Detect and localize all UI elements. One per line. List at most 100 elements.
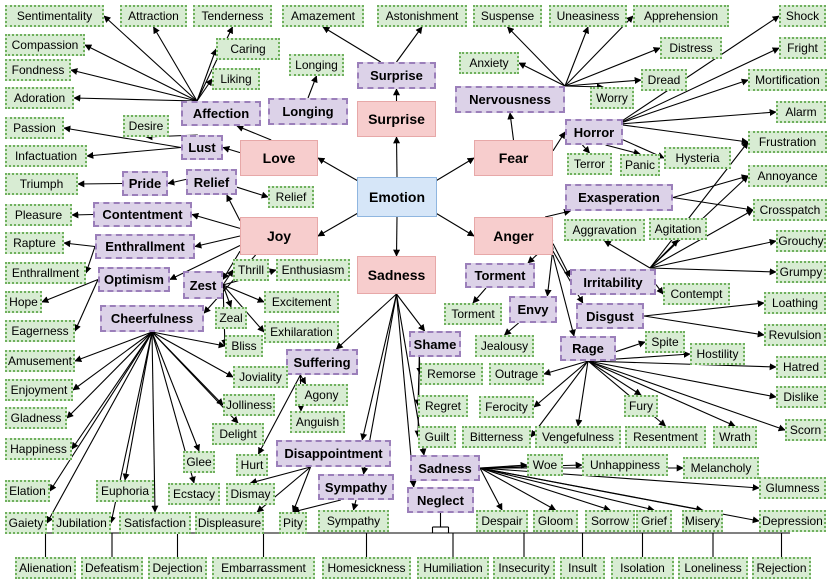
- secondary-node-irritability[interactable]: Irritability: [570, 269, 656, 295]
- leaf-node-torment[interactable]: Torment: [444, 303, 502, 325]
- leaf-node-liking[interactable]: Liking: [212, 68, 260, 90]
- leaf-node-grumpy[interactable]: Grumpy: [776, 261, 826, 283]
- leaf-node-pity[interactable]: Pity: [279, 512, 307, 534]
- secondary-node-exasperation[interactable]: Exasperation: [565, 184, 673, 211]
- leaf-node-misery[interactable]: Misery: [682, 510, 723, 532]
- leaf-node-homesickness[interactable]: Homesickness: [322, 557, 411, 579]
- primary-node-sadness[interactable]: Sadness: [357, 256, 436, 294]
- leaf-node-adoration[interactable]: Adoration: [5, 87, 74, 109]
- leaf-node-unhappiness[interactable]: Unhappiness: [582, 454, 668, 476]
- leaf-node-joviality[interactable]: Joviality: [233, 366, 288, 388]
- leaf-node-depression[interactable]: Depression: [759, 510, 826, 532]
- secondary-node-envy[interactable]: Envy: [509, 296, 557, 323]
- leaf-node-thrill[interactable]: Thrill: [233, 259, 269, 281]
- leaf-node-guilt[interactable]: Guilt: [418, 426, 456, 448]
- leaf-node-annoyance[interactable]: Annoyance: [748, 165, 827, 187]
- secondary-node-sadness[interactable]: Sadness: [410, 455, 480, 481]
- leaf-node-hope[interactable]: Hope: [5, 291, 42, 313]
- leaf-node-excitement[interactable]: Excitement: [264, 291, 339, 313]
- secondary-node-zest[interactable]: Zest: [183, 271, 223, 299]
- leaf-node-pleasure[interactable]: Pleasure: [5, 204, 72, 226]
- leaf-node-hatred[interactable]: Hatred: [776, 356, 826, 378]
- leaf-node-grief[interactable]: Grief: [636, 510, 672, 532]
- leaf-node-compassion[interactable]: Compassion: [5, 34, 85, 56]
- leaf-node-triumph[interactable]: Triumph: [5, 173, 78, 195]
- leaf-node-sorrow[interactable]: Sorrow: [585, 510, 635, 532]
- leaf-node-outrage[interactable]: Outrage: [489, 363, 544, 385]
- leaf-node-insult[interactable]: Insult: [560, 557, 605, 579]
- secondary-node-neglect[interactable]: Neglect: [407, 487, 474, 513]
- leaf-node-embarrassment[interactable]: Embarrassment: [212, 557, 315, 579]
- leaf-node-regret[interactable]: Regret: [418, 395, 468, 417]
- leaf-node-isolation[interactable]: Isolation: [611, 557, 674, 579]
- leaf-node-defeatism[interactable]: Defeatism: [81, 557, 143, 579]
- leaf-node-frustration[interactable]: Frustration: [748, 131, 827, 153]
- leaf-node-eagerness[interactable]: Eagerness: [5, 320, 75, 342]
- leaf-node-jubilation[interactable]: Jubilation: [52, 512, 111, 534]
- leaf-node-terror[interactable]: Terror: [567, 153, 612, 175]
- leaf-node-tenderness[interactable]: Tenderness: [193, 5, 272, 27]
- leaf-node-amazement[interactable]: Amazement: [282, 5, 364, 27]
- leaf-node-suspense[interactable]: Suspense: [473, 5, 542, 27]
- leaf-node-anguish[interactable]: Anguish: [290, 411, 345, 433]
- secondary-node-sympathy[interactable]: Sympathy: [318, 474, 394, 500]
- secondary-node-nervousness[interactable]: Nervousness: [455, 86, 565, 113]
- leaf-node-shock[interactable]: Shock: [779, 5, 826, 27]
- leaf-node-melancholy[interactable]: Melancholy: [683, 457, 759, 479]
- root-node-emotion[interactable]: Emotion: [357, 177, 437, 217]
- secondary-node-cheerfulness[interactable]: Cheerfulness: [100, 305, 204, 332]
- leaf-node-alarm[interactable]: Alarm: [776, 101, 826, 123]
- leaf-node-resentment[interactable]: Resentment: [625, 426, 706, 448]
- secondary-node-contentment[interactable]: Contentment: [93, 202, 192, 227]
- leaf-node-glumness[interactable]: Glumness: [759, 477, 826, 499]
- leaf-node-dread[interactable]: Dread: [641, 69, 687, 91]
- leaf-node-vengefulness[interactable]: Vengefulness: [535, 426, 621, 448]
- leaf-node-enthrallment[interactable]: Enthrallment: [5, 262, 86, 284]
- leaf-node-loathing[interactable]: Loathing: [764, 292, 826, 314]
- leaf-node-alienation[interactable]: Alienation: [15, 557, 76, 579]
- leaf-node-zeal[interactable]: Zeal: [215, 307, 247, 329]
- leaf-node-crosspatch[interactable]: Crosspatch: [753, 199, 827, 221]
- leaf-node-jealousy[interactable]: Jealousy: [475, 335, 534, 357]
- leaf-node-hurt[interactable]: Hurt: [236, 454, 268, 476]
- leaf-node-astonishment[interactable]: Astonishment: [377, 5, 467, 27]
- primary-node-joy[interactable]: Joy: [240, 217, 318, 255]
- secondary-node-pride[interactable]: Pride: [122, 171, 168, 196]
- leaf-node-satisfaction[interactable]: Satisfaction: [119, 512, 191, 534]
- leaf-node-amusement[interactable]: Amusement: [5, 350, 75, 372]
- secondary-node-torment[interactable]: Torment: [465, 263, 535, 288]
- primary-node-surprise[interactable]: Surprise: [357, 101, 436, 137]
- leaf-node-enjoyment[interactable]: Enjoyment: [5, 379, 73, 401]
- leaf-node-exhilaration[interactable]: Exhilaration: [264, 321, 339, 343]
- secondary-node-horror[interactable]: Horror: [565, 119, 623, 145]
- leaf-node-uneasiness[interactable]: Uneasiness: [549, 5, 627, 27]
- leaf-node-distress[interactable]: Distress: [660, 37, 722, 59]
- leaf-node-desire[interactable]: Desire: [123, 115, 169, 137]
- leaf-node-despair[interactable]: Despair: [476, 510, 528, 532]
- leaf-node-gloom[interactable]: Gloom: [533, 510, 578, 532]
- leaf-node-fondness[interactable]: Fondness: [5, 59, 71, 81]
- leaf-node-sentimentality[interactable]: Sentimentality: [5, 5, 104, 27]
- leaf-node-grouchy[interactable]: Grouchy: [776, 230, 826, 252]
- leaf-node-passion[interactable]: Passion: [5, 117, 64, 139]
- leaf-node-revulsion[interactable]: Revulsion: [764, 324, 826, 346]
- leaf-node-apprehension[interactable]: Apprehension: [633, 5, 729, 27]
- primary-node-anger[interactable]: Anger: [474, 217, 553, 255]
- primary-node-love[interactable]: Love: [240, 140, 318, 176]
- secondary-node-disgust[interactable]: Disgust: [576, 303, 644, 329]
- secondary-node-optimism[interactable]: Optimism: [98, 267, 170, 292]
- leaf-node-rapture[interactable]: Rapture: [5, 232, 64, 254]
- leaf-node-jolliness[interactable]: Jolliness: [223, 394, 275, 416]
- leaf-node-hysteria[interactable]: Hysteria: [664, 147, 731, 169]
- secondary-node-enthrallment[interactable]: Enthrallment: [95, 234, 195, 259]
- leaf-node-delight[interactable]: Delight: [212, 423, 264, 445]
- leaf-node-anxiety[interactable]: Anxiety: [459, 52, 519, 74]
- secondary-node-lust[interactable]: Lust: [181, 135, 223, 160]
- leaf-node-scorn[interactable]: Scorn: [785, 419, 826, 441]
- leaf-node-aggravation[interactable]: Aggravation: [564, 219, 645, 241]
- leaf-node-elation[interactable]: Elation: [5, 480, 50, 502]
- leaf-node-panic[interactable]: Panic: [620, 154, 660, 176]
- secondary-node-affection[interactable]: Affection: [181, 101, 261, 126]
- leaf-node-humiliation[interactable]: Humiliation: [417, 557, 489, 579]
- leaf-node-ecstacy[interactable]: Ecstacy: [168, 483, 220, 505]
